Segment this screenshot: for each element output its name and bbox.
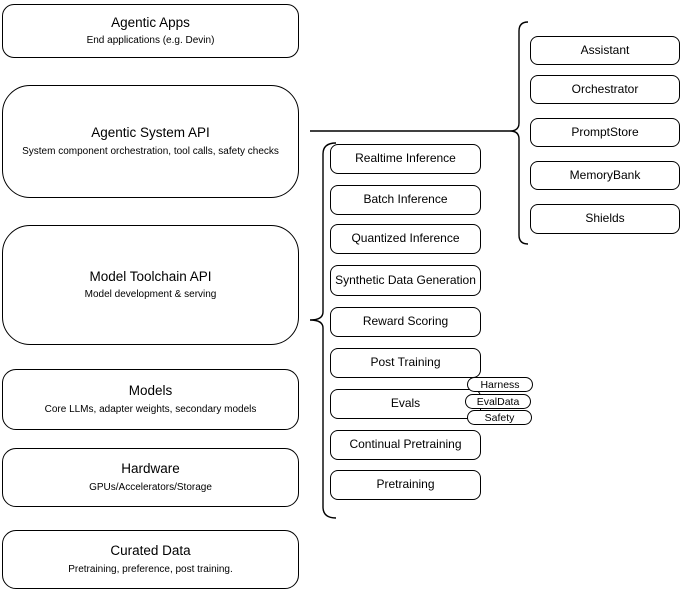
box-model-toolchain-api: Model Toolchain API Model development & …	[2, 225, 299, 345]
toolchain-item-pretraining: Pretraining	[330, 470, 481, 500]
toolchain-item-reward-scoring: Reward Scoring	[330, 307, 481, 337]
toolchain-item-continual-pretraining: Continual Pretraining	[330, 430, 481, 460]
box-agentic-system-api: Agentic System API System component orch…	[2, 85, 299, 198]
box-subtitle: GPUs/Accelerators/Storage	[89, 481, 212, 493]
component-assistant: Assistant	[530, 36, 680, 65]
box-agentic-apps: Agentic Apps End applications (e.g. Devi…	[2, 4, 299, 58]
component-memorybank: MemoryBank	[530, 161, 680, 190]
toolchain-item-post-training: Post Training	[330, 348, 481, 378]
system-components-brace	[509, 21, 529, 245]
eval-tag-harness: Harness	[467, 377, 533, 392]
box-hardware: Hardware GPUs/Accelerators/Storage	[2, 448, 299, 507]
box-subtitle: Pretraining, preference, post training.	[68, 563, 233, 575]
box-subtitle: System component orchestration, tool cal…	[22, 145, 279, 157]
box-title: Agentic Apps	[111, 14, 190, 30]
box-subtitle: Core LLMs, adapter weights, secondary mo…	[44, 403, 257, 415]
toolchain-item-realtime-inference: Realtime Inference	[330, 144, 481, 174]
toolchain-item-evals: Evals	[330, 389, 481, 419]
eval-tag-evaldata: EvalData	[465, 394, 531, 409]
box-title: Hardware	[121, 461, 180, 477]
eval-tag-safety: Safety	[467, 410, 532, 425]
toolchain-item-quantized-inference: Quantized Inference	[330, 224, 481, 254]
box-title: Model Toolchain API	[89, 268, 212, 284]
box-title: Agentic System API	[91, 125, 210, 141]
box-models: Models Core LLMs, adapter weights, secon…	[2, 369, 299, 430]
box-subtitle: End applications (e.g. Devin)	[86, 35, 215, 47]
toolchain-item-batch-inference: Batch Inference	[330, 185, 481, 215]
box-subtitle: Model development & serving	[84, 289, 217, 301]
toolchain-item-synthetic-data-generation: Synthetic Data Generation	[330, 265, 481, 296]
box-curated-data: Curated Data Pretraining, preference, po…	[2, 530, 299, 589]
box-title: Models	[128, 383, 173, 399]
component-promptstore: PromptStore	[530, 118, 680, 147]
component-shields: Shields	[530, 204, 680, 234]
box-title: Curated Data	[110, 543, 191, 559]
component-orchestrator: Orchestrator	[530, 75, 680, 104]
